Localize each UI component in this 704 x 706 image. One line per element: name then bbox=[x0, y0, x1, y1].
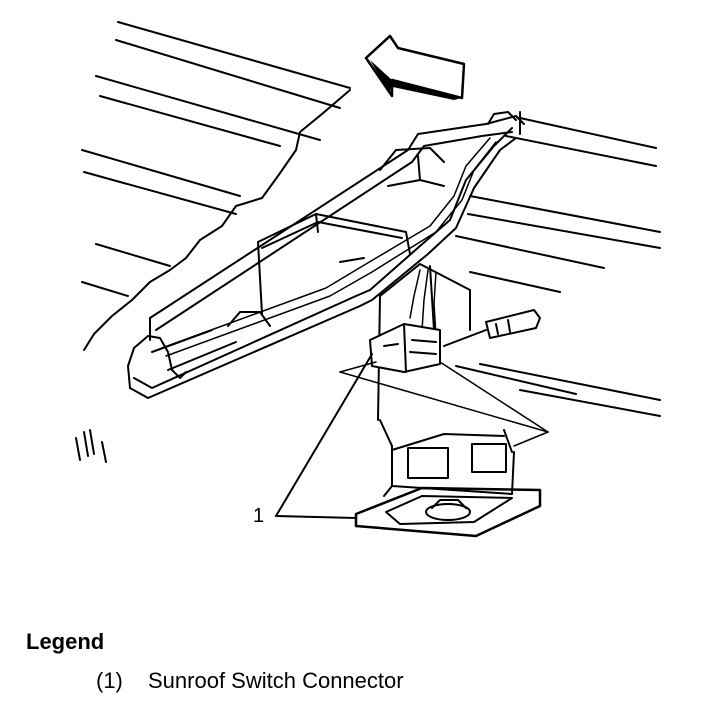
legend-item-number: (1) bbox=[96, 668, 123, 693]
probe-tool bbox=[443, 309, 541, 347]
legend-item: (1) Sunroof Switch Connector bbox=[96, 670, 404, 692]
legend-title: Legend bbox=[26, 629, 105, 654]
callout-1-label: 1 bbox=[253, 505, 265, 527]
callout-leader-lines bbox=[275, 353, 373, 519]
wiring-harness bbox=[161, 137, 497, 357]
cutaway-plane bbox=[339, 361, 549, 447]
direction-arrow-icon bbox=[364, 34, 466, 100]
trim-mark bbox=[75, 429, 107, 463]
sunroof-wiring-diagram bbox=[75, 21, 661, 538]
sunroof-switch-connector bbox=[369, 323, 441, 373]
roof-right-lines bbox=[455, 111, 661, 417]
sunroof-switch-housing bbox=[354, 263, 542, 538]
roof-panel-lines bbox=[81, 21, 351, 351]
legend-item-label: Sunroof Switch Connector bbox=[148, 668, 404, 693]
